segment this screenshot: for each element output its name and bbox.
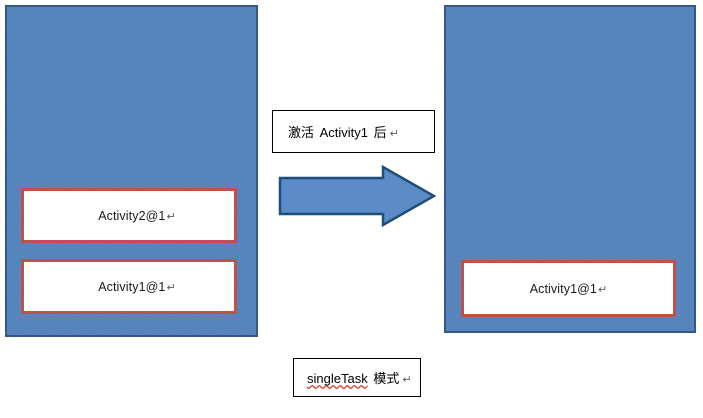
activity-box-activity2[interactable]: Activity2@1↵ [21, 188, 237, 243]
pilcrow-mark: ↵ [389, 128, 399, 140]
note-segment-suffix: 后 [370, 125, 387, 140]
pilcrow-mark: ↵ [402, 374, 412, 386]
activity-label-text: Activity1@1 [529, 281, 597, 296]
note-segment-mode: 模式 [369, 371, 400, 386]
note-text: singleTask 模式↵ [294, 368, 412, 387]
transition-arrow-icon [278, 165, 436, 227]
note-segment-target: Activity1 [319, 125, 369, 140]
note-text: 激活 Activity1 后↵ [273, 122, 399, 141]
activity-box-activity1-after[interactable]: Activity1@1↵ [461, 260, 676, 317]
activity-label-text: Activity1@1 [98, 279, 166, 294]
activity-label: Activity1@1↵ [98, 280, 176, 294]
activity-label-text: Activity2@1 [98, 208, 166, 223]
activity-label: Activity2@1↵ [98, 209, 176, 223]
note-segment-prefix: 激活 [288, 125, 318, 140]
note-transition-label[interactable]: 激活 Activity1 后↵ [272, 110, 435, 153]
pilcrow-mark: ↵ [166, 210, 176, 223]
activity-box-activity1-before[interactable]: Activity1@1↵ [21, 259, 237, 314]
pilcrow-mark: ↵ [166, 281, 176, 294]
note-segment-launchmode: singleTask [307, 371, 368, 386]
activity-label: Activity1@1↵ [530, 282, 608, 296]
pilcrow-mark: ↵ [597, 283, 608, 296]
note-launch-mode-label[interactable]: singleTask 模式↵ [293, 358, 421, 397]
